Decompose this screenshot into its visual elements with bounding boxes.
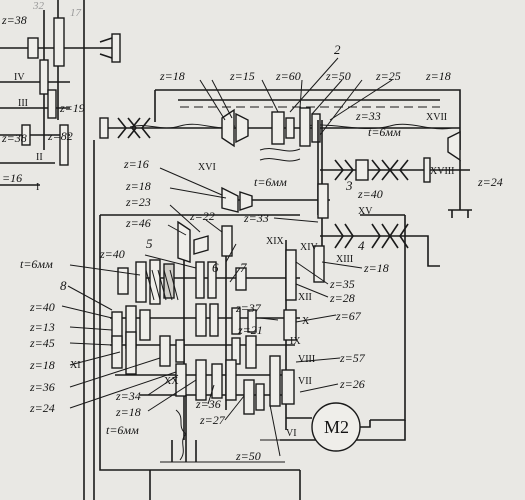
label-t6-mid: t=6мм: [254, 175, 287, 189]
callout-4: 4: [358, 238, 365, 253]
leader-lines: [61, 57, 393, 457]
label-z18-l: z=18: [29, 358, 55, 372]
label-top-17: 17: [70, 7, 82, 19]
label-z18-mid: z=18: [125, 179, 151, 193]
label-z82: z=82: [47, 129, 73, 143]
label-z22: z=22: [189, 209, 215, 223]
label-shaft-viii: VIII: [298, 354, 315, 365]
label-z38-topleft: z=38: [1, 13, 27, 27]
label-z25: z=25: [375, 69, 401, 83]
label-z18-top: z=18: [159, 69, 185, 83]
label-shaft-xvi: XVI: [198, 162, 216, 173]
label-shaft-xix: XIX: [266, 236, 285, 247]
motor-circle: [286, 402, 371, 452]
label-t6-left: t=6мм: [20, 257, 53, 271]
label-shaft-iii: III: [18, 98, 28, 109]
label-z24-l: z=24: [29, 401, 55, 415]
label-t6-top: t=6мм: [368, 125, 401, 139]
label-shaft-xiv: XIV: [300, 242, 319, 253]
label-shaft-xi: XI: [70, 360, 81, 371]
label-z16-left: =16: [2, 171, 22, 185]
label-shaft-xviii: XVIII: [430, 166, 454, 177]
label-shaft-xv: XV: [358, 206, 373, 217]
label-z34: z=34: [115, 389, 141, 403]
label-z50-bottom: z=50: [235, 449, 261, 463]
label-z26: z=26: [339, 377, 365, 391]
label-z38-left: z=38: [1, 131, 27, 145]
label-z37: z=37: [235, 301, 262, 315]
shaft-xvii: [99, 107, 461, 162]
label-z50-top: z=50: [325, 69, 351, 83]
label-z28: z=28: [329, 291, 355, 305]
label-z40-l1: z=40: [99, 247, 125, 261]
label-z21: z=21: [237, 323, 263, 337]
label-z67: z=67: [335, 309, 362, 323]
label-z33-mid: z=33: [243, 211, 269, 225]
callout-5: 5: [146, 236, 153, 251]
callout-2: 2: [334, 42, 341, 57]
callout-7: 7: [240, 260, 247, 275]
label-shaft-xx: XX: [164, 376, 179, 387]
label-z35: z=35: [329, 277, 355, 291]
left-gearbox: [0, 0, 121, 186]
labels: 32 17 z=38 IV III z=19 z=38 z=82 II =16 …: [1, 0, 503, 463]
handwheel-icon: [111, 33, 121, 63]
label-z27: z=27: [199, 413, 226, 427]
label-t6-bottom: t=6мм: [106, 423, 139, 437]
label-z45: z=45: [29, 336, 55, 350]
label-z36-l: z=36: [29, 380, 55, 394]
label-shaft-iv: IV: [14, 72, 25, 83]
label-z15: z=15: [229, 69, 255, 83]
label-shaft-ii: II: [36, 152, 43, 163]
label-z18-b: z=18: [115, 405, 141, 419]
label-shaft-xiii: XIII: [336, 254, 353, 265]
label-z13: z=13: [29, 320, 55, 334]
label-top-32: 32: [32, 0, 45, 12]
label-z60: z=60: [275, 69, 301, 83]
shaft-xv: [221, 148, 330, 219]
label-z19: z=19: [59, 101, 85, 115]
label-shaft-x: X: [302, 316, 310, 327]
label-shaft-i: I: [36, 182, 39, 193]
label-z40-right: z=40: [357, 187, 383, 201]
shaft-xiii: [313, 223, 440, 283]
label-z18-right: z=18: [363, 261, 389, 275]
label-shaft-xii: XII: [298, 292, 312, 303]
middle-gearbox: [110, 220, 300, 462]
housing-outline: [83, 0, 461, 500]
label-z36-b: z=36: [195, 397, 221, 411]
crank-handle-icon: [420, 235, 440, 267]
label-z33-top: z=33: [355, 109, 381, 123]
callout-6: 6: [212, 260, 219, 275]
shaft-xviii: [320, 157, 470, 183]
label-z46: z=46: [125, 216, 151, 230]
label-shaft-vii: VII: [298, 376, 312, 387]
callout-8: 8: [60, 278, 67, 293]
label-z57: z=57: [339, 351, 366, 365]
label-z24-right: z=24: [477, 175, 503, 189]
label-shaft-ix: IX: [290, 336, 301, 347]
label-z23: z=23: [125, 195, 151, 209]
callout-3: 3: [345, 178, 353, 193]
label-shaft-xvii: XVII: [426, 112, 447, 123]
label-shaft-vi: VI: [286, 428, 297, 439]
label-z18-topright: z=18: [425, 69, 451, 83]
label-z16-mid: z=16: [123, 157, 149, 171]
label-z40-l2: z=40: [29, 300, 55, 314]
motor-label: M2: [324, 417, 349, 437]
